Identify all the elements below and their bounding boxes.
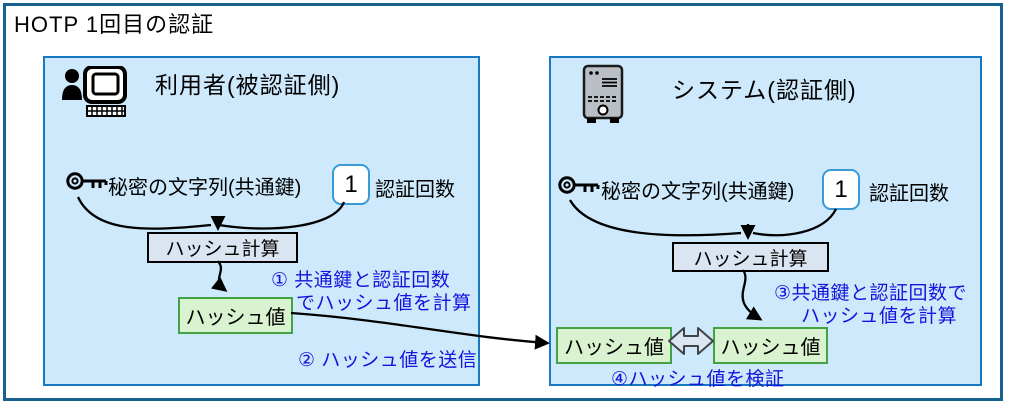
note-step3-line2: ハッシュ値を計算 — [801, 306, 958, 327]
counter-box: 1 — [822, 169, 860, 210]
counter-box: 1 — [332, 164, 370, 205]
hash-value-computed-box: ハッシュ値 — [713, 327, 828, 364]
secret-key-label: 秘密の文字列(共通鍵) — [108, 177, 302, 199]
user-panel: 利用者(被認証側) 秘密の文字列(共通鍵) 1 認証回数 ハッシュ計算 ハッシュ… — [43, 56, 480, 386]
hash-value-box: ハッシュ値 — [178, 297, 293, 334]
hash-calc-box: ハッシュ計算 — [147, 232, 298, 263]
user-computer-icon — [61, 65, 133, 123]
system-panel-heading: システム(認証側) — [672, 77, 857, 103]
server-icon — [580, 64, 626, 131]
note-step3-line1: ③共通鍵と認証回数で — [774, 283, 968, 304]
page-title: HOTP 1回目の認証 — [14, 12, 215, 37]
secret-key-label: 秘密の文字列(共通鍵) — [601, 181, 795, 203]
key-icon — [66, 170, 108, 201]
note-step2: ② ハッシュ値を送信 — [298, 350, 478, 371]
hash-value-received-box: ハッシュ値 — [556, 327, 672, 364]
note-step4: ④ハッシュ値を検証 — [611, 369, 785, 390]
counter-label: 認証回数 — [375, 179, 455, 201]
note-step1-line2: でハッシュ値を計算 — [296, 293, 472, 314]
hash-calc-box: ハッシュ計算 — [672, 242, 829, 272]
counter-label: 認証回数 — [869, 183, 949, 205]
key-icon — [558, 174, 600, 205]
system-panel: システム(認証側) 秘密の文字列(共通鍵) 1 認証回数 ハッシュ計算 ③共通鍵… — [549, 56, 982, 390]
note-step1-line1: ① 共通鍵と認証回数 — [271, 270, 451, 291]
user-panel-heading: 利用者(被認証側) — [155, 72, 341, 98]
